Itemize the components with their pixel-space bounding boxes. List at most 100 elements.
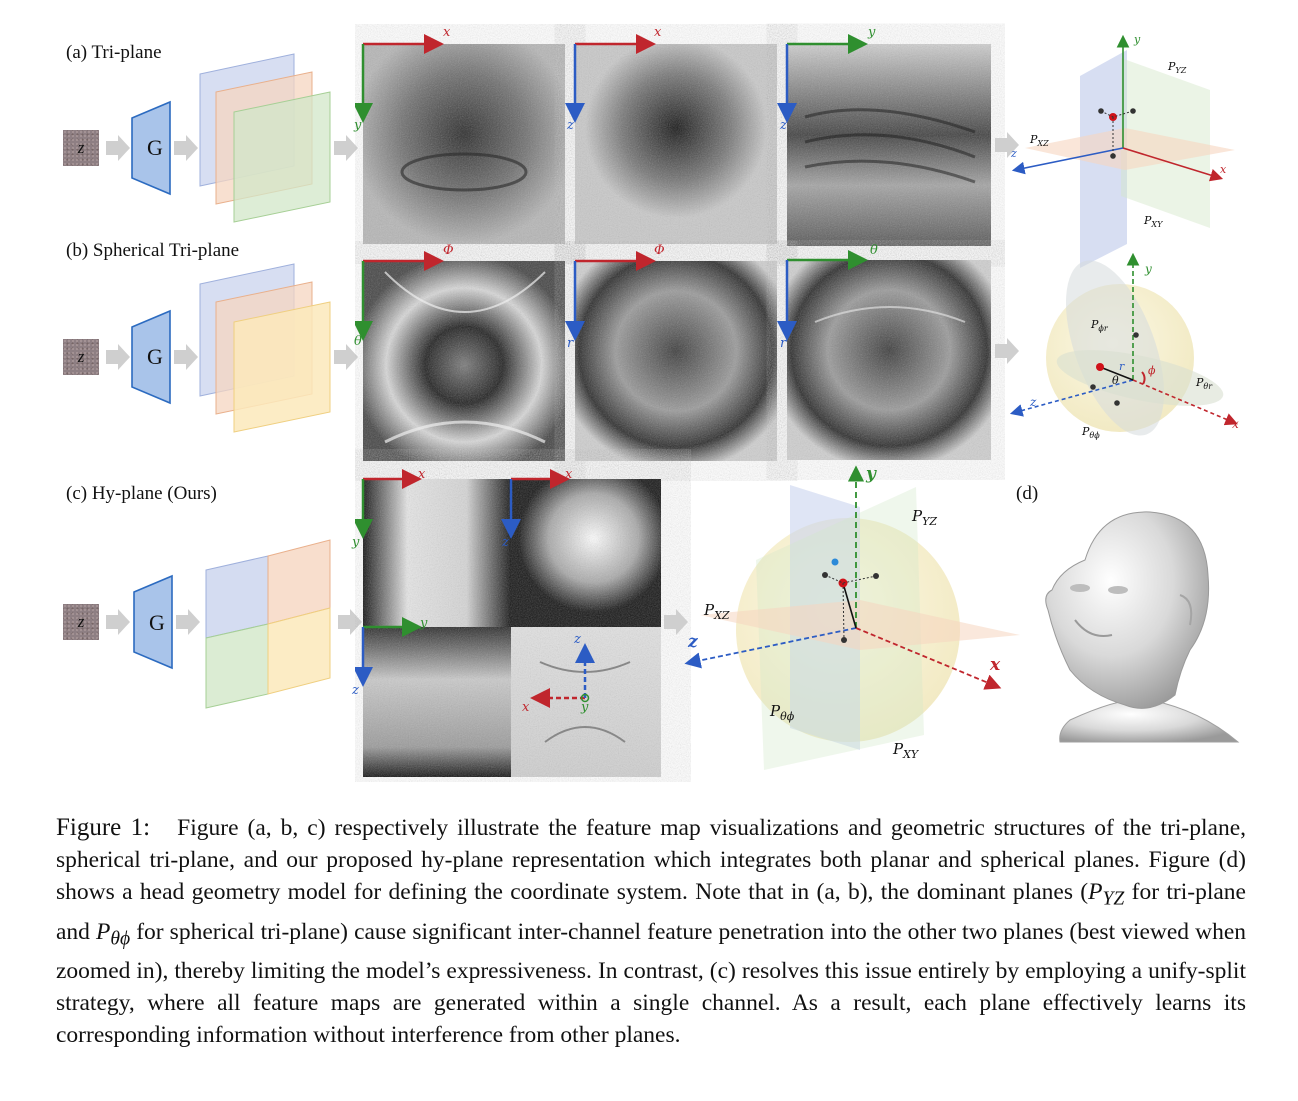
caption-text-2: for tri-plane and xyxy=(56,879,1246,945)
latent-z-box-b: z xyxy=(63,339,99,375)
plane-subscript: θr xyxy=(1203,382,1213,392)
flow-arrow-icon xyxy=(174,344,198,370)
flow-arrow-icon xyxy=(995,132,1019,158)
plane-yellow-b xyxy=(233,301,331,433)
geo-c-label-ptp: Pθϕ xyxy=(770,702,794,723)
plane-symbol: P xyxy=(912,507,923,525)
plane-subscript: YZ xyxy=(1175,66,1187,76)
axis-label-z: z xyxy=(567,118,574,133)
geo-b-label-phi: ϕ xyxy=(1148,364,1156,377)
axis-label-z: z xyxy=(352,683,359,698)
row-label-c: (c) Hy-plane (Ours) xyxy=(66,483,217,504)
plane-subscript: ϕr xyxy=(1098,324,1108,334)
flow-arrow-icon xyxy=(106,609,130,635)
axis-label-x: x xyxy=(418,467,426,482)
geo-a-label-pxy: PXY xyxy=(1144,214,1162,229)
caption-text-3: for spherical tri-plane) cause significa… xyxy=(56,918,1247,1049)
plane-symbol: P xyxy=(1091,318,1099,331)
plane-symbol: P xyxy=(1082,425,1090,438)
head-geometry-model xyxy=(1045,511,1240,743)
axis-label-x: x xyxy=(565,467,573,482)
axis-x-arrow xyxy=(855,627,1002,690)
axis-label-x: x xyxy=(654,25,662,40)
row-label-b: (b) Spherical Tri-plane xyxy=(66,240,240,261)
flow-arrow-icon xyxy=(106,135,130,161)
flow-arrow-icon xyxy=(176,609,200,635)
geo-b-label-r: r xyxy=(1119,360,1125,373)
geo-c-label-pxy: PXY xyxy=(893,740,918,761)
sample-point xyxy=(1096,363,1104,371)
geo-b-label-theta: θ xyxy=(1112,374,1119,387)
generator-label-c: G xyxy=(149,610,165,635)
projection-point xyxy=(1130,108,1136,114)
axis-label-y: y xyxy=(420,616,428,631)
feature-map-a-xz xyxy=(575,44,777,244)
flow-arrow-icon xyxy=(664,609,688,635)
generator-b xyxy=(131,309,171,405)
geometry-diagrams-ab xyxy=(995,34,1238,436)
plane-symbol: P xyxy=(770,702,781,720)
geo-c-label-pxz: PXZ xyxy=(704,601,730,622)
axis-label-r: r xyxy=(780,336,787,351)
geo-c-label-z: z xyxy=(688,632,698,652)
plane-subscript: θϕ xyxy=(1089,431,1100,441)
geo-a-label-y: y xyxy=(1134,33,1141,46)
geo-a-label-pxz: PXZ xyxy=(1030,133,1049,148)
caption-symbol-p2-sub: θϕ xyxy=(110,928,131,950)
plane-green-a xyxy=(233,91,331,223)
plane-pxz-a xyxy=(1025,128,1235,170)
feature-maps xyxy=(355,34,991,777)
plane-symbol: P xyxy=(893,740,904,758)
latent-z-label: z xyxy=(77,138,85,157)
caption-symbol-p1-sub: YZ xyxy=(1102,888,1125,910)
latent-z-label: z xyxy=(77,612,85,631)
generator-label-b: G xyxy=(147,344,163,369)
axis-label-theta: θ xyxy=(354,334,362,349)
feature-map-b-phi-r xyxy=(575,261,777,461)
axis-label-r: r xyxy=(567,336,574,351)
generator-label-a: G xyxy=(147,135,163,160)
generator-a xyxy=(131,100,171,196)
caption-symbol-p1: P xyxy=(1088,879,1103,905)
geo-c-label-y: y xyxy=(866,464,876,484)
geo-b-label-z: z xyxy=(1030,395,1037,409)
geo-b-label-ppr: Pϕr xyxy=(1091,318,1108,333)
plane-subscript: XY xyxy=(903,748,919,761)
flow-arrow-icon xyxy=(174,135,198,161)
geo-b-label-ptr: Pθr xyxy=(1196,376,1212,391)
geo-c-label-pyz: PYZ xyxy=(912,507,937,528)
generator-c xyxy=(133,574,173,670)
axis-label-y: y xyxy=(352,535,360,550)
latent-z-box-c: z xyxy=(63,604,99,640)
hyplane-quad-green xyxy=(205,623,269,709)
plane-subscript: XY xyxy=(1151,220,1163,230)
axis-label-z: z xyxy=(502,535,509,550)
caption-symbol-p2: P xyxy=(96,918,111,945)
axis-z-arrow xyxy=(684,627,857,669)
geo-a-label-x: x xyxy=(1220,163,1227,176)
axis-x-arrow xyxy=(1122,147,1224,182)
axis-label-y: y xyxy=(581,700,589,715)
axis-label-phi: Φ xyxy=(443,243,454,258)
axis-label-theta: θ xyxy=(870,243,878,258)
pipeline-diagrams xyxy=(106,53,362,709)
feature-map-a-xy xyxy=(363,44,565,244)
plane-symbol: P xyxy=(1168,60,1176,73)
axis-label-z: z xyxy=(574,632,581,647)
axis-x-arrow xyxy=(1132,379,1238,426)
geo-b-label-ptp: Pθϕ xyxy=(1082,425,1100,440)
axis-label-z: z xyxy=(780,118,787,133)
geometry-diagram-c xyxy=(664,465,1020,770)
plane-subscript: XZ xyxy=(1037,139,1049,149)
latent-z-box-a: z xyxy=(63,130,99,166)
axis-z-arrow xyxy=(1011,147,1124,175)
plane-symbol: P xyxy=(1196,376,1204,389)
plane-subscript: XZ xyxy=(714,609,730,622)
geo-a-label-z: z xyxy=(1011,147,1017,160)
hyplane-quad-yellow xyxy=(267,607,331,695)
caption-figure-label: Figure 1: xyxy=(56,814,151,841)
plane-symbol: P xyxy=(704,601,715,619)
plane-symbol: P xyxy=(1144,214,1152,227)
axis-label-phi: Φ xyxy=(654,243,665,258)
plane-subscript: θϕ xyxy=(780,710,795,723)
